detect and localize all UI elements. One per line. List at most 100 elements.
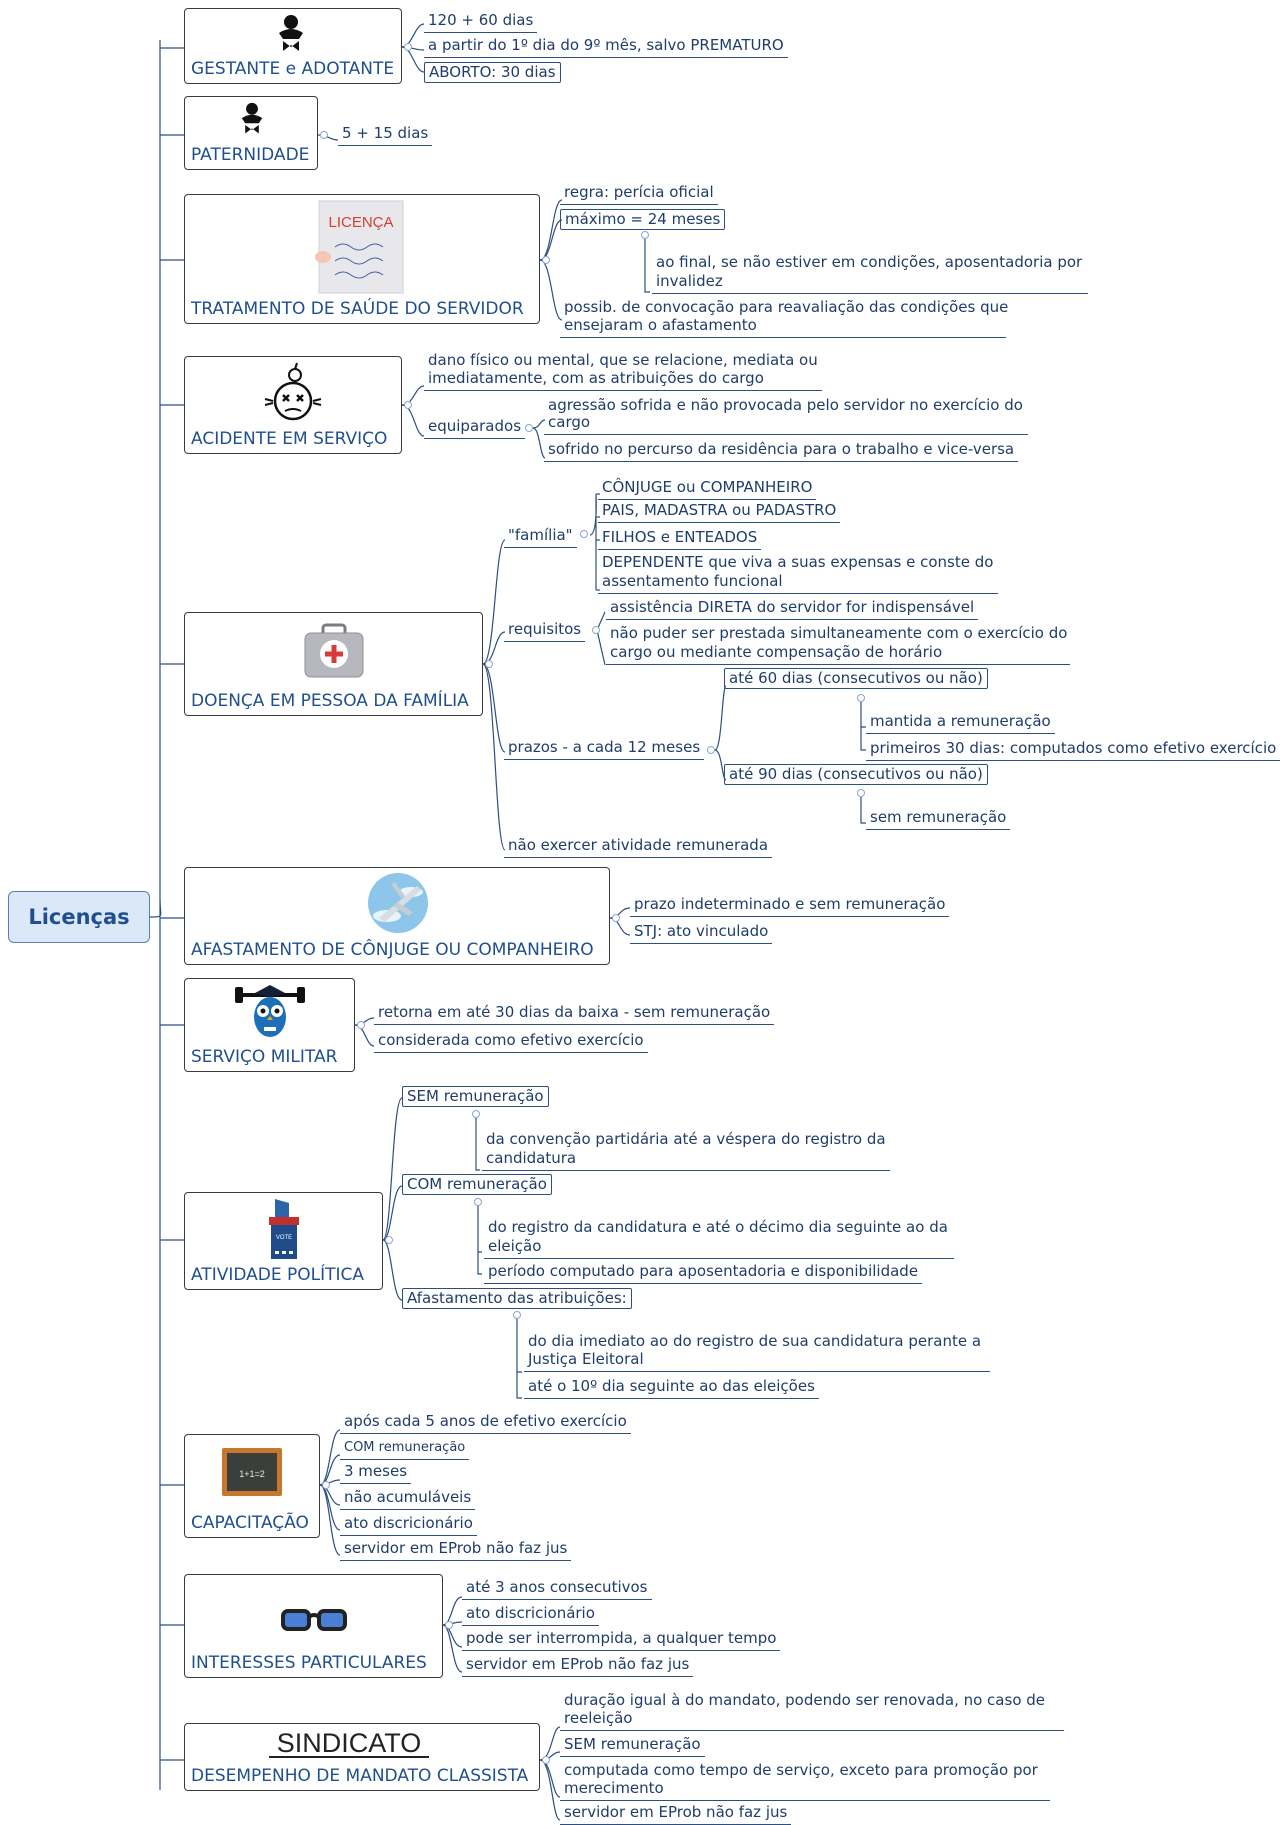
leaf-doenca-familia[interactable]: "família" (504, 526, 577, 548)
leaf-doenca-primeiros[interactable]: primeiros 30 dias: computados como efeti… (866, 739, 1281, 761)
topic-interesses[interactable]: INTERESSES PARTICULARES (184, 1574, 443, 1678)
collapse-toggle[interactable] (385, 1236, 393, 1244)
leaf-politica-afast[interactable]: Afastamento das atribuições: (402, 1288, 632, 1309)
collapse-toggle[interactable] (857, 789, 865, 797)
leaf-doenca-filhos[interactable]: FILHOS e ENTEADOS (598, 528, 762, 550)
collapse-toggle[interactable] (472, 1110, 480, 1118)
leaf-mandato-duracao-2[interactable]: reeleição (560, 1709, 1064, 1731)
collapse-toggle[interactable] (320, 131, 328, 139)
leaf-doenca-req-2[interactable]: não puder ser prestada simultaneamente c… (610, 624, 1068, 642)
leaf-militar-retorna[interactable]: retorna em até 30 dias da baixa - sem re… (374, 1003, 775, 1025)
leaf-tratamento-maximo[interactable]: máximo = 24 meses (560, 209, 726, 230)
leaf-doenca-nao-exercer[interactable]: não exercer atividade remunerada (504, 836, 773, 858)
leaf-acidente-agressao[interactable]: agressão sofrida e não provocada pelo se… (548, 396, 1023, 414)
leaf-capacitacao-nao-acum[interactable]: não acumuláveis (340, 1488, 476, 1510)
root-node[interactable]: Licenças (8, 891, 150, 943)
collapse-toggle[interactable] (612, 914, 620, 922)
topic-doenca[interactable]: DOENÇA EM PESSOA DA FAMÍLIA (184, 612, 483, 716)
leaf-politica-afast-1[interactable]: do dia imediato ao do registro de sua ca… (528, 1332, 982, 1350)
topic-capacitacao[interactable]: 1+1=2 CAPACITAÇÃO (184, 1434, 320, 1538)
topic-militar[interactable]: SERVIÇO MILITAR (184, 978, 355, 1072)
leaf-gestante-aborto[interactable]: ABORTO: 30 dias (424, 62, 561, 83)
leaf-doenca-dependente-2[interactable]: assentamento funcional (598, 572, 998, 594)
leaf-capacitacao-meses[interactable]: 3 meses (340, 1462, 412, 1484)
leaf-doenca-mantida[interactable]: mantida a remuneração (866, 712, 1055, 734)
leaf-mandato-computada[interactable]: computada como tempo de serviço, exceto … (564, 1761, 1038, 1779)
collapse-toggle[interactable] (485, 660, 493, 668)
leaf-doenca-sem-rem[interactable]: sem remuneração (866, 808, 1011, 830)
leaf-acidente-agressao-2[interactable]: cargo (544, 413, 1028, 435)
collapse-toggle[interactable] (474, 1198, 482, 1206)
leaf-conjuge-prazo[interactable]: prazo indeterminado e sem remuneração (630, 895, 950, 917)
collapse-toggle[interactable] (580, 530, 588, 538)
leaf-politica-sem[interactable]: SEM remuneração (402, 1086, 549, 1107)
leaf-militar-efetivo[interactable]: considerada como efetivo exercício (374, 1031, 648, 1053)
leaf-doenca-ate90[interactable]: até 90 dias (consecutivos ou não) (724, 764, 988, 785)
leaf-capacitacao-discr[interactable]: ato discricionário (340, 1514, 477, 1536)
topic-gestante[interactable]: GESTANTE e ADOTANTE (184, 8, 402, 84)
leaf-doenca-req-2b[interactable]: cargo ou mediante compensação de horário (606, 643, 1070, 665)
leaf-interesses-ate3[interactable]: até 3 anos consecutivos (462, 1578, 652, 1600)
collapse-toggle[interactable] (404, 401, 412, 409)
leaf-politica-com-3[interactable]: período computado para aposentadoria e d… (484, 1262, 923, 1284)
topic-conjuge[interactable]: AFASTAMENTO DE CÔNJUGE OU COMPANHEIRO (184, 867, 610, 965)
leaf-tratamento-ao-final-2[interactable]: invalidez (652, 272, 1088, 294)
leaf-mandato-sem[interactable]: SEM remuneração (560, 1735, 705, 1757)
leaf-politica-sem-1[interactable]: da convenção partidária até a véspera do… (486, 1130, 886, 1148)
collapse-toggle[interactable] (542, 256, 550, 264)
injured-face-icon (264, 362, 322, 421)
leaf-doenca-conjuge[interactable]: CÔNJUGE ou COMPANHEIRO (598, 478, 817, 500)
leaf-mandato-computada-2[interactable]: merecimento (560, 1779, 1050, 1801)
collapse-toggle[interactable] (857, 694, 865, 702)
leaf-conjuge-stj[interactable]: STJ: ato vinculado (630, 922, 773, 944)
leaf-tratamento-possib-2[interactable]: ensejaram o afastamento (560, 316, 1006, 338)
leaf-politica-afast-3[interactable]: até o 10º dia seguinte ao das eleições (524, 1377, 819, 1399)
leaf-doenca-requisitos[interactable]: requisitos (504, 620, 586, 642)
topic-politica[interactable]: VOTE ATIVIDADE POLÍTICA (184, 1192, 383, 1290)
topic-label: PATERNIDADE (191, 145, 310, 165)
leaf-tratamento-possib[interactable]: possib. de convocação para reavaliação d… (564, 298, 1009, 316)
topic-mandato[interactable]: SINDICATO DESEMPENHO DE MANDATO CLASSIST… (184, 1723, 540, 1791)
leaf-doenca-pais[interactable]: PAIS, MADASTRA ou PADASTRO (598, 501, 841, 523)
topic-tratamento[interactable]: LICENÇA TRATAMENTO DE SAÚDE DO SERVIDOR (184, 194, 540, 324)
collapse-toggle[interactable] (641, 231, 649, 239)
leaf-politica-com[interactable]: COM remuneração (402, 1174, 552, 1195)
leaf-doenca-ate60[interactable]: até 60 dias (consecutivos ou não) (724, 668, 988, 689)
leaf-capacitacao-apos[interactable]: após cada 5 anos de efetivo exercício (340, 1412, 631, 1434)
glasses-icon (281, 1609, 347, 1631)
leaf-doenca-prazos[interactable]: prazos - a cada 12 meses (504, 738, 705, 760)
leaf-mandato-eprob[interactable]: servidor em EProb não faz jus (560, 1803, 792, 1825)
leaf-politica-afast-2[interactable]: Justiça Eleitoral (524, 1350, 990, 1372)
leaf-gestante-prazo[interactable]: 120 + 60 dias (424, 11, 538, 33)
collapse-toggle[interactable] (322, 1481, 330, 1489)
leaf-interesses-discr[interactable]: ato discricionário (462, 1604, 599, 1626)
leaf-paternidade-prazo[interactable]: 5 + 15 dias (338, 124, 433, 146)
leaf-doenca-dependente[interactable]: DEPENDENTE que viva a suas expensas e co… (602, 553, 994, 571)
leaf-tratamento-regra[interactable]: regra: perícia oficial (560, 183, 718, 205)
collapse-toggle[interactable] (445, 1621, 453, 1629)
leaf-acidente-dano[interactable]: dano físico ou mental, que se relacione,… (428, 351, 818, 369)
leaf-doenca-req-1[interactable]: assistência DIRETA do servidor for indis… (606, 598, 979, 620)
collapse-toggle[interactable] (592, 626, 600, 634)
leaf-politica-com-2[interactable]: eleição (484, 1237, 954, 1259)
leaf-mandato-duracao[interactable]: duração igual à do mandato, podendo ser … (564, 1691, 1046, 1709)
collapse-toggle[interactable] (357, 1021, 365, 1029)
collapse-toggle[interactable] (542, 1756, 550, 1764)
leaf-interesses-interrompida[interactable]: pode ser interrompida, a qualquer tempo (462, 1629, 781, 1651)
leaf-politica-com-1[interactable]: do registro da candidatura e até o décim… (488, 1218, 948, 1236)
collapse-toggle[interactable] (707, 746, 715, 754)
leaf-tratamento-ao-final[interactable]: ao final, se não estiver em condições, a… (656, 253, 1083, 271)
leaf-capacitacao-eprob[interactable]: servidor em EProb não faz jus (340, 1539, 572, 1561)
leaf-acidente-percurso[interactable]: sofrido no percurso da residência para o… (544, 440, 1019, 462)
leaf-acidente-dano-2[interactable]: imediatamente, com as atribuições do car… (424, 369, 822, 391)
leaf-gestante-inicio[interactable]: a partir do 1º dia do 9º mês, salvo PREM… (424, 36, 788, 58)
leaf-acidente-equiparados[interactable]: equiparados (424, 417, 526, 439)
collapse-toggle[interactable] (525, 424, 533, 432)
leaf-capacitacao-com[interactable]: COM remuneração (340, 1438, 470, 1460)
leaf-politica-sem-2[interactable]: candidatura (482, 1149, 890, 1171)
collapse-toggle[interactable] (513, 1311, 521, 1319)
collapse-toggle[interactable] (404, 43, 412, 51)
leaf-interesses-eprob[interactable]: servidor em EProb não faz jus (462, 1655, 694, 1677)
topic-paternidade[interactable]: PATERNIDADE (184, 96, 318, 170)
topic-acidente[interactable]: ACIDENTE EM SERVIÇO (184, 356, 402, 454)
